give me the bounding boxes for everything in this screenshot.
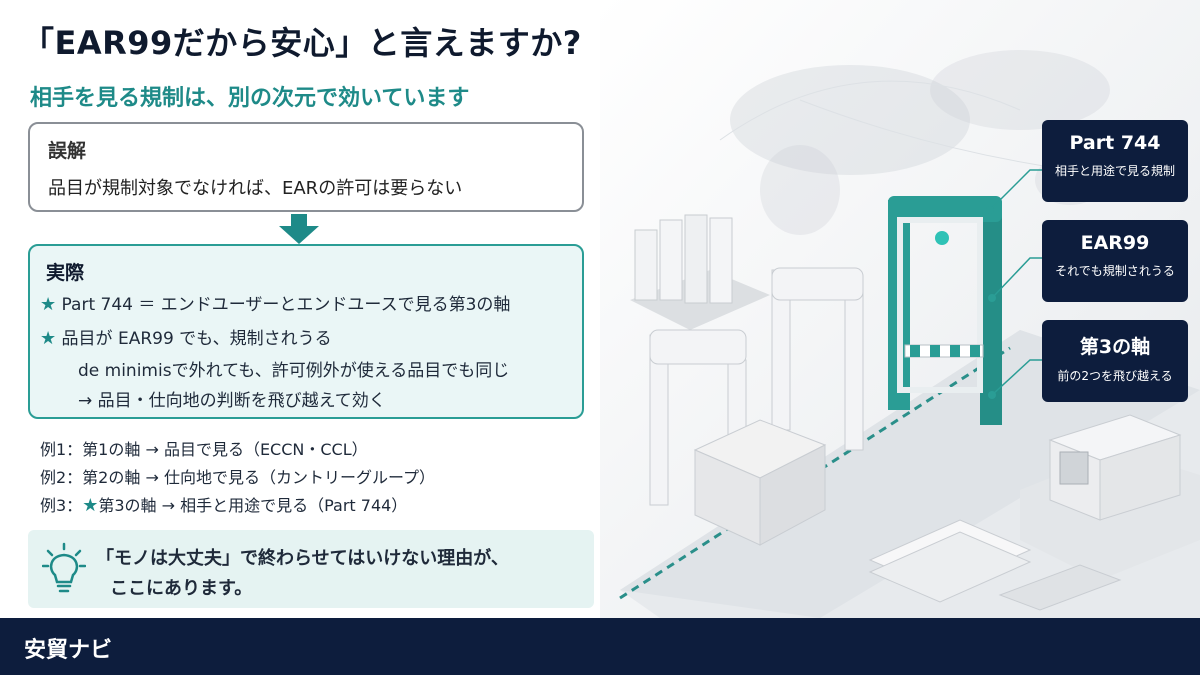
callout-part744: Part 744 相手と用途で見る規制	[1042, 120, 1188, 202]
star-icon: ★	[40, 294, 57, 315]
example-1: 例1：第1の軸 → 品目で見る（ECCN・CCL）	[40, 440, 368, 459]
callout-subtitle: それでも規制されうる	[1055, 264, 1175, 278]
reality-item-2: ★ 品目が EAR99 でも、規制されうる	[40, 324, 332, 349]
world-map-dots	[730, 50, 1110, 235]
cardboard-box	[693, 419, 827, 546]
books	[630, 214, 770, 330]
reality-item-1-text: Part 744 ＝ エンドユーザーとエンドユースで見る第3の軸	[61, 295, 511, 315]
footer-bar: 安貿ナビ	[0, 618, 1200, 675]
lightbulb-icon	[42, 542, 86, 593]
star-icon: ★	[82, 495, 99, 516]
callout-connectors	[989, 169, 1042, 396]
brand-logo-text: 安貿ナビ	[24, 638, 113, 663]
page-subtitle: 相手を見る規制は、別の次元で効いています	[30, 86, 470, 111]
callout-ear99: EAR99 それでも規制されうる	[1042, 220, 1188, 302]
misconception-heading: 誤解	[48, 140, 87, 162]
teal-gate	[888, 196, 1002, 425]
reality-item-2-text: 品目が EAR99 でも、規制されうる	[61, 329, 332, 349]
tip-box: 「モノは大丈夫」で終わらせてはいけない理由が、 ここにあります。	[28, 530, 594, 608]
example-3: 例3：★第3の軸 → 相手と用途で見る（Part 744）	[40, 492, 407, 516]
tip-line-2: ここにあります。	[110, 578, 253, 599]
reality-item-2-line3: → 品目・仕向地の判断を飛び越えて効く	[78, 391, 386, 411]
documents	[868, 519, 1122, 611]
reality-heading: 実際	[46, 262, 85, 284]
example-3-prefix: 例3：	[40, 496, 83, 515]
measurement-device	[1020, 414, 1200, 580]
callout-title: Part 744	[1069, 132, 1161, 154]
star-icon: ★	[40, 328, 57, 349]
example-3-text: 第3の軸 → 相手と用途で見る（Part 744）	[98, 496, 408, 515]
barrier-bar	[904, 344, 984, 358]
tip-line-1: 「モノは大丈夫」で終わらせてはいけない理由が、	[96, 548, 509, 569]
gate-2	[771, 267, 864, 451]
page-title: 「EAR99だから安心」と言えますか?	[22, 24, 582, 62]
reality-item-2-line2: de minimisで外れても、許可例外が使える品目でも同じ	[78, 361, 510, 381]
callout-subtitle: 前の2つを飛び越える	[1057, 369, 1173, 383]
reality-box: 実際 ★ Part 744 ＝ エンドユーザーとエンドユースで見る第3の軸 ★ …	[28, 244, 584, 419]
security-gate-illustration	[600, 0, 1200, 618]
callout-title: 第3の軸	[1079, 336, 1151, 358]
callout-title: EAR99	[1080, 232, 1150, 254]
callout-subtitle: 相手と用途で見る規制	[1054, 164, 1175, 178]
down-arrow-icon	[279, 214, 319, 244]
misconception-text: 品目が規制対象でなければ、EARの許可は要らない	[48, 178, 463, 199]
example-2: 例2：第2の軸 → 仕向地で見る（カントリーグループ）	[40, 468, 435, 487]
reality-item-1: ★ Part 744 ＝ エンドユーザーとエンドユースで見る第3の軸	[40, 290, 510, 315]
misconception-box: 誤解 品目が規制対象でなければ、EARの許可は要らない	[28, 122, 584, 212]
callout-third-axis: 第3の軸 前の2つを飛び越える	[1042, 320, 1188, 402]
